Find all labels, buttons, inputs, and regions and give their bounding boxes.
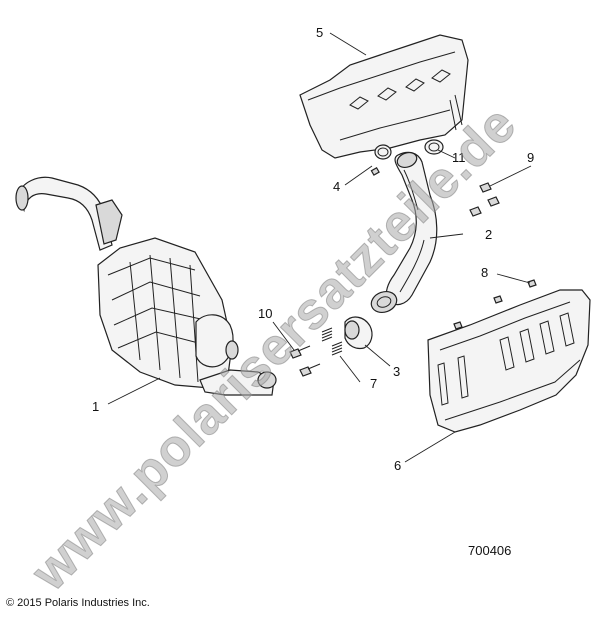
clamp-coupler xyxy=(344,316,373,350)
heat-shield-upper xyxy=(299,34,469,159)
bolts-part-9 xyxy=(469,182,500,217)
callout-8: 8 xyxy=(481,265,488,280)
exhaust-pipe xyxy=(370,151,438,313)
heat-shield-lower xyxy=(427,289,591,433)
bolts-part-10 xyxy=(289,345,321,377)
callout-11: 11 xyxy=(452,150,466,165)
callout-9: 9 xyxy=(527,150,534,165)
seal-ring xyxy=(370,144,392,176)
callout-4: 4 xyxy=(333,179,340,194)
callout-2: 2 xyxy=(485,227,492,242)
leader-lines xyxy=(107,32,532,463)
callout-1: 1 xyxy=(92,399,99,414)
callout-labels: 1 2 3 4 5 6 7 8 9 10 11 xyxy=(92,25,534,473)
bolts-part-8 xyxy=(453,279,537,330)
callout-6: 6 xyxy=(394,458,401,473)
callout-7: 7 xyxy=(370,376,377,391)
muffler-assembly xyxy=(15,176,277,396)
callout-5: 5 xyxy=(316,25,323,40)
callout-10: 10 xyxy=(258,306,272,321)
drawing-number: 700406 xyxy=(468,543,512,558)
callout-3: 3 xyxy=(393,364,400,379)
springs xyxy=(321,327,343,356)
copyright-notice: © 2015 Polaris Industries Inc. xyxy=(6,597,150,609)
